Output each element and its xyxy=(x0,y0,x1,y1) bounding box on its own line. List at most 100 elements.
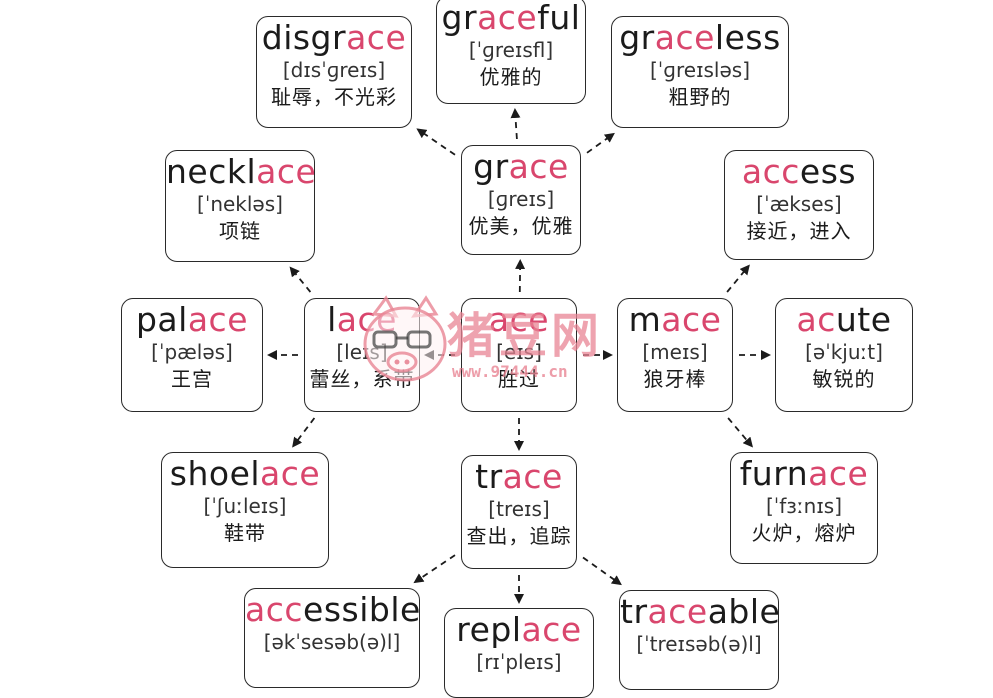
phonetic-text: [ˈʃuːleɪs] xyxy=(162,493,328,519)
arrow-trace-to-accessible xyxy=(415,555,455,582)
word-prefix: tr xyxy=(475,457,503,496)
word-stem: ace xyxy=(648,592,708,631)
word-text: palace xyxy=(122,301,262,339)
word-text: grace xyxy=(462,148,580,186)
word-text: acute xyxy=(776,301,912,339)
word-suffix: ess xyxy=(800,152,856,191)
word-stem: ace xyxy=(260,454,320,493)
chinese-meaning-text: 火炉，熔炉 xyxy=(731,519,877,547)
word-suffix: less xyxy=(715,18,781,57)
chinese-meaning-text: 狼牙棒 xyxy=(618,365,732,393)
word-card-furnace: furnace[ˈfɜːnɪs]火炉，熔炉 xyxy=(730,452,878,564)
chinese-meaning-text: 查出，追踪 xyxy=(462,522,576,550)
arrow-grace-to-graceless xyxy=(587,134,613,153)
phonetic-text: [ˈækses] xyxy=(725,191,873,217)
word-text: replace xyxy=(445,611,593,649)
chinese-meaning-text: 王宫 xyxy=(122,365,262,393)
arrow-mace-to-furnace xyxy=(728,418,752,446)
word-card-traceable: traceable[ˈtreɪsəb(ə)l] xyxy=(619,590,779,690)
word-stem: acc xyxy=(245,590,303,629)
phonetic-text: [ˈnekləs] xyxy=(166,191,314,217)
phonetic-text: [leɪs] xyxy=(305,339,419,365)
phonetic-text: [ˈtreɪsəb(ə)l] xyxy=(620,631,778,657)
chinese-meaning-text: 敏锐的 xyxy=(776,365,912,393)
arrow-lace-to-shoelace xyxy=(293,418,314,446)
word-text: ace xyxy=(462,301,576,339)
word-prefix: gr xyxy=(442,0,478,37)
phonetic-text: [ˈɡreɪsləs] xyxy=(612,57,788,83)
word-prefix: gr xyxy=(619,18,655,57)
word-text: access xyxy=(725,153,873,191)
word-stem: acc xyxy=(742,152,800,191)
word-stem: ace xyxy=(337,300,397,339)
word-card-access: access[ˈækses]接近，进入 xyxy=(724,150,874,260)
word-stem: ace xyxy=(509,147,569,186)
word-stem: ace xyxy=(256,152,315,191)
word-card-palace: palace[ˈpæləs]王宫 xyxy=(121,298,263,412)
word-suffix: ute xyxy=(836,300,892,339)
chinese-meaning-text: 鞋带 xyxy=(162,519,328,547)
word-text: shoelace xyxy=(162,455,328,493)
word-text: graceless xyxy=(612,19,788,57)
word-card-trace: trace[treɪs]查出，追踪 xyxy=(461,455,577,569)
word-stem: ace xyxy=(489,300,549,339)
phonetic-text: [əˈkjuːt] xyxy=(776,339,912,365)
phonetic-text: [dɪsˈɡreɪs] xyxy=(257,57,411,83)
word-prefix: l xyxy=(327,300,337,339)
phonetic-text: [rɪˈpleɪs] xyxy=(445,649,593,675)
word-text: lace xyxy=(305,301,419,339)
chinese-meaning-text: 蕾丝，系带 xyxy=(305,365,419,393)
word-prefix: disgr xyxy=(262,18,346,57)
word-text: furnace xyxy=(731,455,877,493)
phonetic-text: [ˈɡreɪsfl] xyxy=(437,37,585,63)
word-card-ace: ace[eɪs]胜过 xyxy=(461,298,577,412)
arrow-grace-to-disgrace xyxy=(418,130,455,155)
word-card-shoelace: shoelace[ˈʃuːleɪs]鞋带 xyxy=(161,452,329,568)
word-text: mace xyxy=(618,301,732,339)
chinese-meaning-text: 胜过 xyxy=(462,365,576,393)
word-card-graceless: graceless[ˈɡreɪsləs]粗野的 xyxy=(611,16,789,128)
arrow-grace-to-graceful xyxy=(515,110,517,139)
word-prefix: gr xyxy=(473,147,509,186)
phonetic-text: [meɪs] xyxy=(618,339,732,365)
word-stem: ace xyxy=(346,18,406,57)
word-suffix: ful xyxy=(537,0,580,37)
word-card-necklace: necklace[ˈnekləs]项链 xyxy=(165,150,315,262)
word-prefix: tr xyxy=(620,592,648,631)
word-stem: ace xyxy=(661,300,721,339)
phonetic-text: [eɪs] xyxy=(462,339,576,365)
word-card-acute: acute[əˈkjuːt]敏锐的 xyxy=(775,298,913,412)
chinese-meaning-text: 优美，优雅 xyxy=(462,212,580,240)
word-card-replace: replace[rɪˈpleɪs] xyxy=(444,608,594,698)
word-prefix: pal xyxy=(136,300,188,339)
word-stem: ac xyxy=(796,300,835,339)
word-card-disgrace: disgrace[dɪsˈɡreɪs]耻辱，不光彩 xyxy=(256,16,412,128)
word-text: disgrace xyxy=(257,19,411,57)
word-stem: ace xyxy=(808,454,868,493)
word-suffix: essible xyxy=(303,590,420,629)
word-stem: ace xyxy=(503,457,563,496)
word-card-mace: mace[meɪs]狼牙棒 xyxy=(617,298,733,412)
arrow-mace-to-access xyxy=(727,266,749,292)
chinese-meaning-text: 项链 xyxy=(166,217,314,245)
word-text: accessible xyxy=(245,591,419,629)
word-text: necklace xyxy=(166,153,314,191)
word-prefix: shoel xyxy=(170,454,260,493)
word-stem: ace xyxy=(477,0,537,37)
word-stem: ace xyxy=(522,610,582,649)
word-card-accessible: accessible[əkˈsesəb(ə)l] xyxy=(244,588,420,688)
word-card-graceful: graceful[ˈɡreɪsfl]优雅的 xyxy=(436,0,586,104)
chinese-meaning-text: 接近，进入 xyxy=(725,217,873,245)
word-text: traceable xyxy=(620,593,778,631)
phonetic-text: [treɪs] xyxy=(462,496,576,522)
word-text: trace xyxy=(462,458,576,496)
word-prefix: m xyxy=(629,300,662,339)
word-stem: ace xyxy=(655,18,715,57)
phonetic-text: [əkˈsesəb(ə)l] xyxy=(245,629,419,655)
word-prefix: neckl xyxy=(166,152,256,191)
word-card-grace: grace[ɡreɪs]优美，优雅 xyxy=(461,145,581,255)
chinese-meaning-text: 粗野的 xyxy=(612,83,788,111)
word-stem: ace xyxy=(188,300,248,339)
chinese-meaning-text: 耻辱，不光彩 xyxy=(257,83,411,111)
